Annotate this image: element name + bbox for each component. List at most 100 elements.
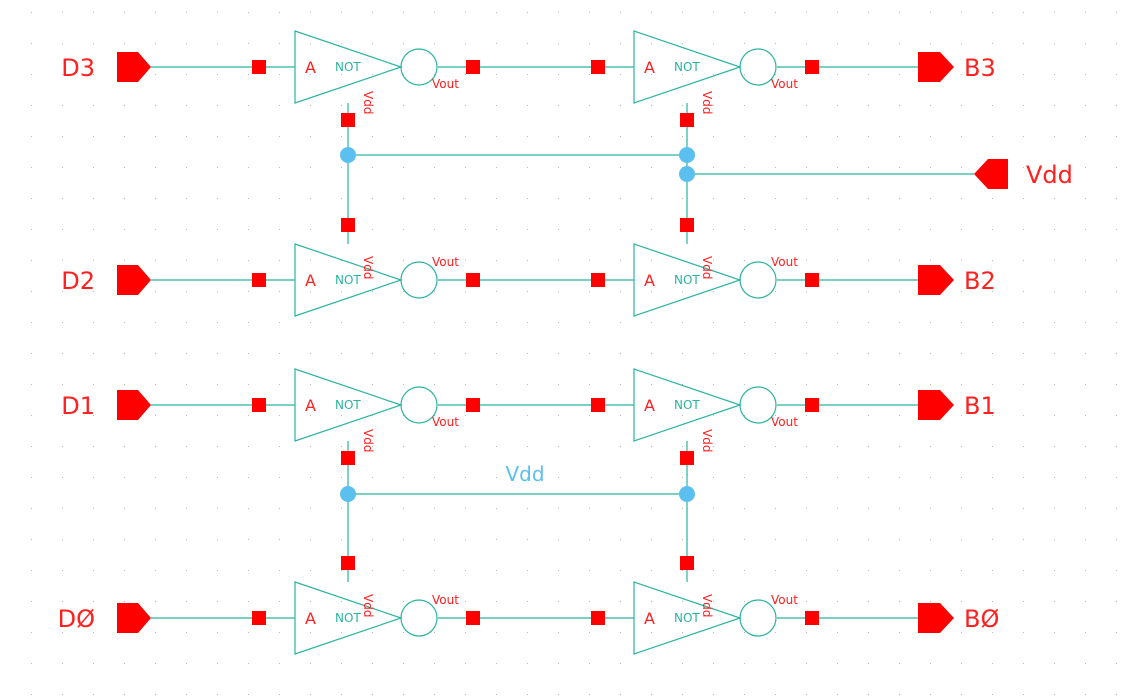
not-gate-r1-c0[interactable] bbox=[294, 243, 403, 317]
inverter-bubble bbox=[739, 48, 777, 86]
not-gate-r0-c1[interactable] bbox=[633, 30, 742, 104]
inverter-bubble bbox=[400, 48, 438, 86]
pin-square bbox=[680, 556, 694, 570]
gate-input-pin-label: A bbox=[644, 396, 655, 415]
gate-name-label: NOT bbox=[674, 611, 700, 625]
not-gate-r0-c0[interactable] bbox=[294, 30, 403, 104]
pin-square bbox=[466, 60, 480, 74]
pin-square bbox=[680, 218, 694, 232]
gate-input-pin-label: A bbox=[644, 58, 655, 77]
pin-square bbox=[591, 611, 605, 625]
pin-square bbox=[466, 273, 480, 287]
gate-supply-pin-label: Vdd bbox=[361, 91, 375, 114]
gate-name-label: NOT bbox=[335, 273, 361, 287]
vdd-supply-pin[interactable] bbox=[974, 159, 1008, 189]
inverter-bubble bbox=[400, 599, 438, 637]
not-gate-r2-c0[interactable] bbox=[294, 368, 403, 442]
gate-name-label: NOT bbox=[335, 398, 361, 412]
gate-output-pin-label: Vout bbox=[432, 255, 459, 269]
gate-output-pin-label: Vout bbox=[432, 415, 459, 429]
inverter-bubble bbox=[400, 261, 438, 299]
not-gate-r2-c1[interactable] bbox=[633, 368, 742, 442]
inverter-bubble bbox=[739, 599, 777, 637]
gate-output-pin-label: Vout bbox=[771, 415, 798, 429]
pin-square bbox=[591, 60, 605, 74]
vdd-net-label: Vdd bbox=[505, 462, 544, 486]
junction-dot bbox=[679, 166, 695, 182]
input-pin-label-0: D3 bbox=[61, 54, 95, 82]
not-gate-r1-c1[interactable] bbox=[633, 243, 742, 317]
input-pin-2[interactable] bbox=[117, 390, 151, 420]
pin-square bbox=[341, 556, 355, 570]
inverter-bubble bbox=[739, 386, 777, 424]
pin-square bbox=[680, 113, 694, 127]
gate-name-label: NOT bbox=[674, 398, 700, 412]
vdd-supply-pin-label: Vdd bbox=[1026, 161, 1073, 189]
pin-square bbox=[805, 273, 819, 287]
input-pin-1[interactable] bbox=[117, 265, 151, 295]
gate-output-pin-label: Vout bbox=[771, 593, 798, 607]
pin-square bbox=[591, 398, 605, 412]
input-pin-label-2: D1 bbox=[61, 392, 95, 420]
junction-dot bbox=[340, 486, 356, 502]
pin-square bbox=[252, 273, 266, 287]
junction-dot bbox=[679, 486, 695, 502]
pin-square bbox=[680, 451, 694, 465]
input-pin-3[interactable] bbox=[117, 603, 151, 633]
gate-supply-pin-label: Vdd bbox=[700, 256, 714, 279]
output-pin-label-1: B2 bbox=[964, 267, 996, 295]
pin-square bbox=[591, 273, 605, 287]
pin-square bbox=[341, 218, 355, 232]
pin-square bbox=[466, 611, 480, 625]
pin-square bbox=[341, 113, 355, 127]
output-pin-0[interactable] bbox=[918, 52, 954, 82]
gates bbox=[294, 30, 777, 655]
input-pin-0[interactable] bbox=[117, 52, 151, 82]
output-pin-3[interactable] bbox=[918, 603, 954, 633]
grid-dots bbox=[31, 12, 1117, 695]
gate-input-pin-label: A bbox=[305, 271, 316, 290]
pin-square bbox=[805, 611, 819, 625]
pin-square bbox=[805, 398, 819, 412]
pins bbox=[117, 52, 1008, 633]
gate-supply-pin-label: Vdd bbox=[700, 429, 714, 452]
wires bbox=[151, 66, 974, 619]
gate-name-label: NOT bbox=[674, 273, 700, 287]
gate-input-pin-label: A bbox=[305, 58, 316, 77]
output-pin-2[interactable] bbox=[918, 390, 954, 420]
pin-square bbox=[805, 60, 819, 74]
gate-output-pin-label: Vout bbox=[432, 593, 459, 607]
pin-square bbox=[252, 611, 266, 625]
gate-name-label: NOT bbox=[335, 611, 361, 625]
gate-name-label: NOT bbox=[674, 60, 700, 74]
inverter-bubble bbox=[739, 261, 777, 299]
gate-input-pin-label: A bbox=[305, 396, 316, 415]
output-pin-1[interactable] bbox=[918, 265, 954, 295]
gate-input-pin-label: A bbox=[305, 609, 316, 628]
gate-output-pin-label: Vout bbox=[432, 77, 459, 91]
gate-supply-pin-label: Vdd bbox=[361, 429, 375, 452]
gate-input-pin-label: A bbox=[644, 271, 655, 290]
not-gate-r3-c0[interactable] bbox=[294, 581, 403, 655]
gate-input-pin-label: A bbox=[644, 609, 655, 628]
input-pin-label-3: DØ bbox=[58, 605, 95, 633]
junction-dot bbox=[340, 147, 356, 163]
pin-square bbox=[252, 398, 266, 412]
gate-supply-pin-label: Vdd bbox=[700, 91, 714, 114]
pin-square bbox=[252, 60, 266, 74]
output-pin-label-0: B3 bbox=[964, 54, 996, 82]
inverter-bubble bbox=[400, 386, 438, 424]
pin-square bbox=[466, 398, 480, 412]
pin-square bbox=[341, 451, 355, 465]
junction-dot bbox=[679, 147, 695, 163]
gate-output-pin-label: Vout bbox=[771, 255, 798, 269]
not-gate-r3-c1[interactable] bbox=[633, 581, 742, 655]
gate-supply-pin-label: Vdd bbox=[361, 256, 375, 279]
input-pin-label-1: D2 bbox=[61, 267, 95, 295]
output-pin-label-3: BØ bbox=[964, 605, 999, 633]
gate-supply-pin-label: Vdd bbox=[361, 594, 375, 617]
gate-name-label: NOT bbox=[335, 60, 361, 74]
